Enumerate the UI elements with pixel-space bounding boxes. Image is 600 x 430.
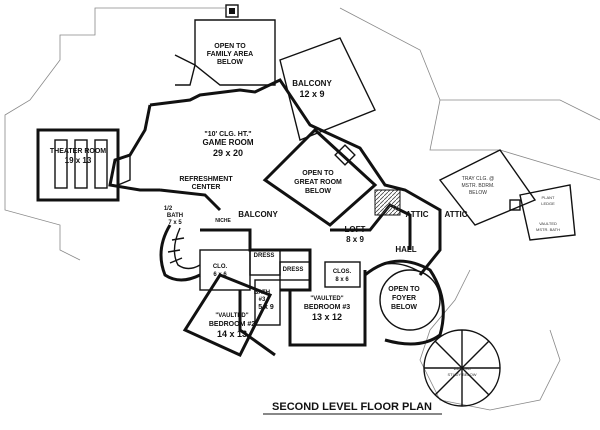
label-clo-1-1: CLO. (213, 264, 228, 270)
label-bath-3: BATH #3 5 x 9 (254, 290, 274, 311)
label-bath-half: 1/2 BATH 7 x 5 (164, 206, 183, 226)
label-game-room: "10' CLG. HT." GAME ROOM 29 x 20 (202, 131, 253, 158)
label-refreshment-2: CENTER (192, 184, 221, 191)
label-niche: NICHE (215, 218, 231, 224)
label-dress-2: DRESS (283, 267, 304, 273)
label-vaulted-mstr-1: VAULTED (539, 221, 557, 226)
label-bedroom-2-1: "VAULTED" (215, 313, 248, 319)
label-loft-1: LOFT (345, 225, 366, 234)
label-open-family: OPEN TO FAMILY AREA BELOW (207, 43, 253, 66)
study-dome (423, 329, 501, 407)
label-clo-2: CLOS. 8 x 6 (333, 269, 352, 283)
label-great-room: OPEN TO GREAT ROOM BELOW (294, 170, 342, 195)
plan-title: SECOND LEVEL FLOOR PLAN (272, 401, 432, 413)
label-refreshment: REFRESHMENT CENTER (179, 176, 233, 191)
master-bedroom-outline (438, 149, 537, 226)
master-fixture (509, 199, 521, 211)
label-attic-1: ATTIC (406, 210, 429, 219)
label-master-bdrm: TRAY CLG. @ MSTR. BDRM. BELOW (461, 176, 494, 196)
label-great-room-3: BELOW (305, 188, 331, 195)
label-clo-2-1: CLOS. (333, 269, 352, 275)
foyer-stair (364, 259, 445, 346)
label-foyer-3: BELOW (391, 304, 417, 311)
great-room-fireplace (334, 144, 356, 166)
label-open-family-2: FAMILY AREA (207, 51, 253, 58)
label-game-room-1: "10' CLG. HT." (204, 131, 251, 138)
label-balcony-top-1: BALCONY (292, 79, 332, 88)
balcony-top-outline (279, 37, 376, 141)
label-game-room-2: GAME ROOM (202, 138, 253, 147)
interior-walls (199, 189, 412, 357)
label-great-room-1: OPEN TO (302, 170, 334, 177)
label-attic-2: ATTIC (445, 210, 468, 219)
label-loft-2: 8 x 9 (346, 235, 364, 244)
label-loft: LOFT 8 x 9 (345, 225, 366, 244)
label-master-bdrm-1: TRAY CLG. @ (462, 176, 494, 182)
label-foyer: OPEN TO FOYER BELOW (388, 286, 420, 311)
label-plant-ledge-1: PLANT (542, 195, 555, 200)
label-bath-half-3: 7 x 5 (168, 220, 182, 226)
label-bedroom-2-2: BEDROOM #2 (209, 321, 255, 328)
label-bedroom-3: "VAULTED" BEDROOM #3 13 x 12 (304, 296, 350, 322)
label-bath-half-1: 1/2 (164, 206, 173, 212)
label-bedroom-3-3: 13 x 12 (312, 312, 342, 322)
label-open-family-3: BELOW (217, 59, 243, 66)
label-bath-3-2: #3 (259, 297, 266, 303)
great-room-opening (262, 127, 378, 227)
label-clo-1-2: 6 x 6 (213, 272, 227, 278)
family-area-structure (174, 4, 276, 86)
label-clo-1: CLO. 6 x 6 (213, 264, 228, 278)
label-theater: THEATER ROOM 19 x 13 (50, 148, 106, 165)
label-bedroom-2-3: 14 x 13 (217, 329, 247, 339)
label-balcony-top-2: 12 x 9 (299, 89, 324, 99)
label-bedroom-3-2: BEDROOM #3 (304, 304, 350, 311)
label-clo-2-2: 8 x 6 (335, 277, 349, 283)
label-bedroom-2: "VAULTED" BEDROOM #2 14 x 13 (209, 313, 255, 339)
label-vaulted-study-1: VAULTED (453, 366, 471, 371)
label-hall: HALL (395, 245, 416, 254)
bedroom-2-walls (182, 273, 273, 357)
label-plant-ledge-2: LEDGE (541, 201, 555, 206)
plant-ledge-outline (519, 184, 576, 241)
label-vaulted-study: VAULTED STUDY BELOW (447, 366, 476, 377)
label-bath-3-1: BATH (254, 290, 270, 296)
label-plant-ledge: PLANT LEDGE (541, 195, 555, 206)
roof-outline (4, 7, 600, 411)
label-refreshment-1: REFRESHMENT (179, 176, 233, 183)
stair-left (159, 224, 201, 282)
label-bath-3-3: 5 x 9 (258, 304, 274, 311)
exterior-walls (108, 78, 442, 276)
label-foyer-2: FOYER (392, 295, 416, 302)
label-vaulted-mstr-2: MSTR. BATH (536, 227, 560, 232)
label-foyer-1: OPEN TO (388, 286, 420, 293)
theater-room-walls (36, 128, 131, 202)
label-theater-2: 19 x 13 (65, 156, 92, 165)
label-open-family-1: OPEN TO (214, 43, 246, 50)
label-balcony-mid: BALCONY (238, 210, 278, 219)
label-dress-1: DRESS (254, 253, 275, 259)
label-vaulted-mstr: VAULTED MSTR. BATH (536, 221, 560, 232)
label-great-room-2: GREAT ROOM (294, 179, 342, 186)
label-bath-half-2: BATH (167, 213, 183, 219)
label-master-bdrm-2: MSTR. BDRM. (461, 183, 494, 189)
label-game-room-3: 29 x 20 (213, 148, 243, 158)
label-vaulted-study-2: STUDY BELOW (447, 372, 476, 377)
label-bedroom-3-1: "VAULTED" (310, 296, 343, 302)
label-master-bdrm-3: BELOW (469, 190, 487, 196)
label-balcony-top: BALCONY 12 x 9 (292, 79, 332, 99)
label-theater-1: THEATER ROOM (50, 148, 106, 155)
